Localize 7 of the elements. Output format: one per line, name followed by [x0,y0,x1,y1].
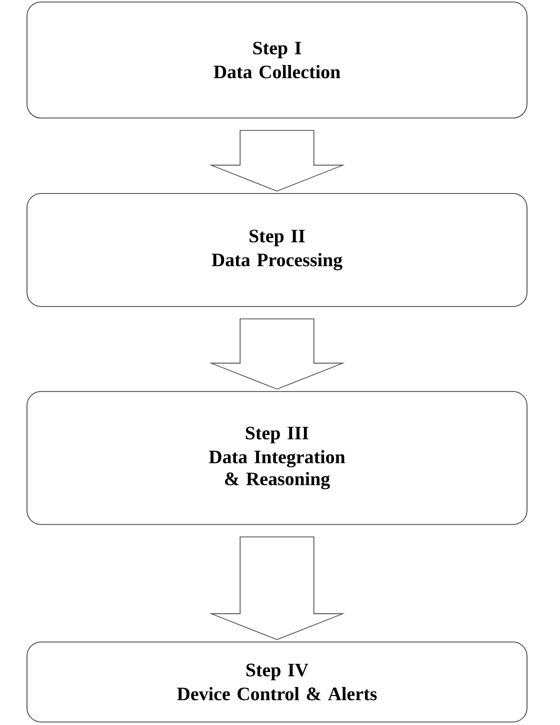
block-arrow [209,130,345,192]
step-box: Step I Data Collection [26,2,528,118]
step-box: Step IV Device Control & Alerts [26,642,528,722]
step-box: Step II Data Processing [26,193,528,307]
block-arrow [209,536,345,640]
step-box: Step III Data Integration & Reasoning [26,391,528,525]
block-arrow [209,318,345,390]
